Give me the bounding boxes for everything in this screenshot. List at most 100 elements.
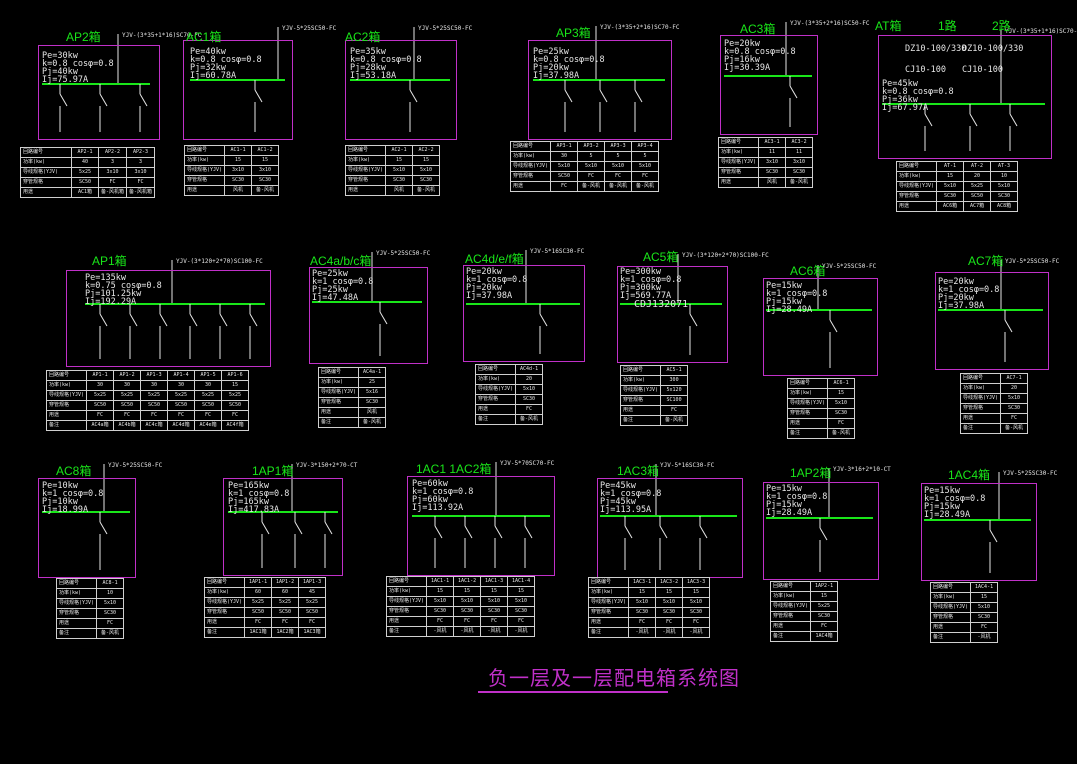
table-cell: 5x10: [96, 598, 125, 609]
feeder-cable-label: YJV-5*16SC30-FC: [660, 462, 715, 469]
table-cell: FC: [480, 616, 509, 627]
table-row: 导线规格(YJV)5x10: [929, 602, 999, 613]
table-cell: 20: [963, 171, 992, 182]
row-header-cell: 导线规格(YJV): [509, 161, 552, 172]
table-cell: 15: [480, 586, 509, 597]
row-header-cell: 备注: [786, 428, 829, 439]
breaker-symbol: [659, 525, 668, 539]
row-header-cell: 穿管规格: [385, 606, 428, 617]
feeder-cable-label: YJV-(3*35+2*16)SC70-FC: [600, 24, 680, 31]
box-title: 1AC1 1AC2箱: [416, 462, 492, 476]
table-cell: 5x25: [271, 597, 300, 608]
row-header-cell: 用途: [20, 187, 72, 198]
table-cell: AP1-1: [86, 370, 115, 381]
row-header-cell: 回路编号: [769, 581, 812, 592]
table-cell: SC30: [224, 175, 253, 186]
table-row: 用途风机备-风机: [344, 185, 441, 196]
table-cell: 5x25: [140, 390, 169, 401]
table-cell: FC: [660, 405, 689, 416]
table-cell: SC30: [1000, 403, 1029, 414]
row-header-cell: 穿管规格: [509, 171, 552, 182]
row-header-cell: 导线规格(YJV): [929, 602, 972, 613]
row-header-cell: 用途: [344, 185, 387, 196]
box-title: AC5箱: [643, 250, 679, 264]
table-cell: FC: [113, 410, 142, 421]
table-cell: AC4c箱: [140, 420, 169, 431]
row-header-cell: 用途: [929, 622, 972, 633]
table-cell: AP3-1: [550, 141, 579, 152]
table-cell: 30: [86, 380, 115, 391]
row-header-cell: 导线规格(YJV): [183, 165, 226, 176]
breaker-symbol: [989, 529, 998, 543]
table-cell: FC: [426, 616, 455, 627]
row-header-cell: 用途: [203, 617, 246, 628]
row-header-cell: 用途: [183, 185, 226, 196]
distribution-box-frame: [183, 40, 293, 140]
table-cell: AP1-4: [167, 370, 196, 381]
load-parameters: Pe=15kw k=1 cosφ=0.8 Pj=15kw Ij=28.49A: [924, 486, 986, 520]
feeder-cable-label: YJV-5*25SC50-FC: [822, 263, 877, 270]
table-cell: AC8箱: [990, 201, 1019, 212]
table-cell: SC30: [358, 397, 387, 408]
table-row: 功率(kw)25: [317, 377, 387, 388]
row-header-cell: 备注: [587, 627, 630, 638]
row-header-cell: 回路编号: [474, 364, 517, 375]
row-header-cell: 导线规格(YJV): [385, 596, 428, 607]
table-cell: AC6-1: [827, 378, 856, 389]
row-header-cell: 功率(kw): [769, 591, 812, 602]
table-cell: 5x10: [426, 596, 455, 607]
table-cell: AP2-2: [97, 147, 128, 158]
feeder-cable-label: YJV-(3*35+1*16)SC70-FC: [122, 32, 202, 39]
table-cell: -风机: [970, 632, 999, 643]
row-header-cell: 穿管规格: [183, 175, 226, 186]
row-header-cell: 导线规格(YJV): [619, 385, 662, 396]
table-cell: 备-风机: [96, 628, 125, 639]
row-header-cell: 穿管规格: [929, 612, 972, 623]
load-parameters: Pe=30kw k=0.8 cosφ=0.8 Pj=40kw Ij=75.97A: [42, 51, 114, 85]
table-cell: 5x10: [970, 602, 999, 613]
breaker-symbol: [524, 525, 533, 539]
row-header-cell: 导线规格(YJV): [717, 157, 760, 168]
table-row: 导线规格(YJV)5x10: [474, 384, 544, 395]
table-cell: 15: [936, 171, 965, 182]
table-cell: 5x10: [577, 161, 606, 172]
table-row: 功率(kw)15: [786, 388, 856, 399]
table-cell: 备-风机: [660, 415, 689, 426]
table-cell: FC: [96, 618, 125, 629]
table-cell: 备-风机: [251, 185, 280, 196]
table-cell: SC30: [682, 607, 711, 618]
row-header-cell: 穿管规格: [769, 611, 812, 622]
table-cell: AC4a-1: [358, 367, 387, 378]
row-header-cell: 备注: [55, 628, 98, 639]
table-cell: 5: [577, 151, 606, 162]
row-header-cell: 穿管规格: [344, 175, 387, 186]
row-header-cell: 用途: [587, 617, 630, 628]
breaker-symbol: [99, 521, 108, 535]
row-header-cell: 导线规格(YJV): [769, 601, 812, 612]
row-header-cell: 回路编号: [509, 141, 552, 152]
breaker-symbol: [324, 521, 333, 535]
